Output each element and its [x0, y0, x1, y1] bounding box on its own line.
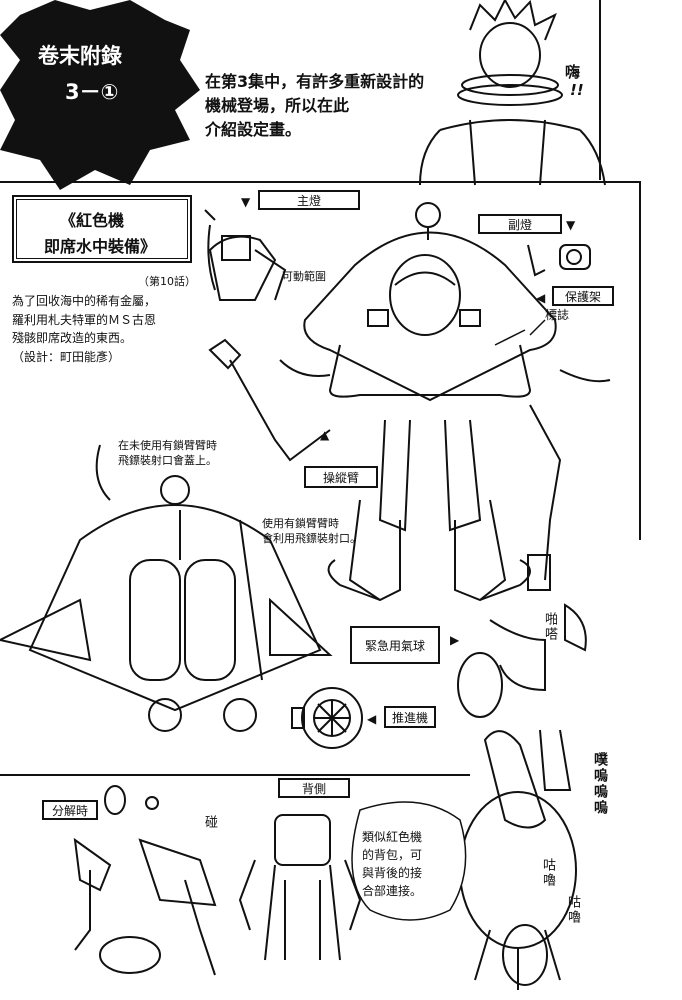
intro-line: 機械登場，所以在此: [205, 96, 350, 115]
label-back-side-text: 背側: [301, 781, 326, 796]
backpack-note-line: 與背後的接: [362, 866, 423, 880]
character-drawing: [419, 0, 606, 186]
exclaim-marks: !!: [570, 81, 584, 99]
label-disassembled: 分解時: [42, 800, 98, 820]
label-main-light-text: 主燈: [296, 193, 321, 208]
label-disassembled-text: 分解時: [51, 803, 88, 818]
using-arm-note: 使用有鎖臂臂時 會利用飛鏢裝射口。: [262, 516, 361, 547]
sub-light-detail: [527, 244, 591, 277]
using-arm-note-line: 會利用飛鏢裝射口。: [262, 532, 361, 546]
sfx-puff: 噗嗚嗚嗚: [592, 752, 608, 816]
arrow-control-arm: ▲: [320, 428, 330, 442]
arrow-thruster: ◀: [367, 712, 377, 726]
label-sub-light: 副燈: [478, 214, 562, 234]
desc-line: 殘骸即席改造的東西。: [12, 331, 133, 346]
mech-back-view: [0, 444, 333, 732]
machine-title-box: 《紅色機 即席水中裝備》: [12, 195, 192, 263]
arrow-emergency-balloon: ▶: [450, 633, 460, 647]
label-move-range: 可動範圍: [282, 270, 326, 283]
badge-title: 卷末附錄: [38, 44, 122, 68]
badge-number: 3－①: [65, 80, 119, 104]
label-guard-frame: 保護架: [552, 286, 614, 306]
back-side-mech: [238, 814, 362, 961]
exclaim-text: 嗨: [565, 63, 581, 81]
mech-front-view: [208, 202, 611, 602]
arrow-main-light: ▼: [241, 195, 251, 209]
unused-arm-note-line: 飛鏢裝射口會蓋上。: [118, 454, 217, 468]
sfx-gurgle-1: 咕嚕: [540, 858, 555, 888]
sfx-gurgle-2: 咕嚕: [565, 895, 580, 925]
unused-arm-note-line: 在未使用有鎖臂臂時: [118, 439, 217, 452]
desc-line: 羅利用札夫特軍的ＭＳ古恩: [12, 312, 157, 327]
main-light-detail: [204, 209, 287, 301]
machine-description: 為了回收海中的稀有金屬， 羅利用札夫特軍的ＭＳ古恩 殘骸即席改造的東西。 （設計…: [12, 292, 156, 366]
thruster-drawing: [291, 687, 363, 749]
disassembled-parts: [73, 785, 217, 976]
label-control-arm-text: 操縱臂: [322, 470, 359, 485]
section-divider: [0, 181, 641, 540]
label-emblem: 標誌: [545, 308, 570, 322]
machine-title-line1: 《紅色機: [60, 211, 125, 230]
designer-credit: （設計：町田能彥）: [12, 349, 121, 364]
label-thruster: 推進機: [384, 706, 436, 728]
machine-title-line2: 即席水中裝備》: [44, 237, 157, 256]
label-back-side: 背側: [278, 778, 350, 798]
backpack-note-line: 類似紅色機: [362, 830, 423, 844]
label-sub-light-text: 副燈: [507, 217, 532, 232]
backpack-note-bubble: [351, 801, 467, 921]
label-emergency-balloon: 緊急用氣球: [350, 626, 440, 664]
backpack-note-line: 的背包，可: [362, 848, 423, 862]
desc-line: 為了回收海中的稀有金屬，: [12, 294, 157, 308]
arrow-guard-frame: ◀: [536, 291, 546, 305]
label-main-light: 主燈: [258, 190, 360, 210]
sfx-clank: 碰: [202, 815, 217, 830]
intro-line: 在第3集中，有許多重新設計的: [205, 72, 425, 91]
label-guard-frame-text: 保護架: [564, 289, 601, 304]
intro-text: 在第3集中，有許多重新設計的 機械登場，所以在此 介紹設定畫。: [205, 70, 424, 142]
balloon-parts: [457, 603, 587, 990]
backpack-note: 類似紅色機 的背包，可 與背後的接 合部連接。: [362, 828, 422, 900]
intro-line: 介紹設定畫。: [205, 120, 302, 139]
backpack-note-line: 合部連接。: [362, 884, 423, 898]
unused-arm-note: 在未使用有鎖臂臂時 飛鏢裝射口會蓋上。: [118, 438, 217, 469]
label-thruster-text: 推進機: [391, 710, 428, 725]
label-control-arm: 操縱臂: [304, 466, 378, 488]
label-emergency-balloon-text: 緊急用氣球: [364, 638, 425, 653]
using-arm-note-line: 使用有鎖臂臂時: [262, 517, 339, 530]
starburst-badge: [0, 0, 200, 190]
sfx-snap: 啪嗒: [542, 612, 557, 642]
episode-label: （第10話）: [138, 275, 196, 288]
arrow-sub-light: ▼: [566, 218, 576, 232]
